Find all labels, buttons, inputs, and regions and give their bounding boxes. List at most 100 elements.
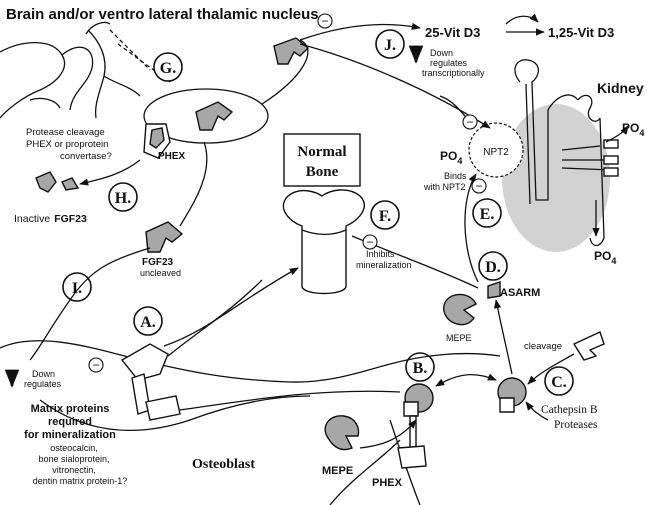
osteoblast-membrane — [0, 340, 501, 383]
a-to-bone — [163, 267, 299, 347]
normal-bone: Normal Bone — [282, 133, 365, 295]
matrix-list-3: vitronectin, — [52, 465, 96, 475]
asarm-label: ASARM — [500, 287, 540, 299]
step-c: C. — [544, 366, 574, 396]
asarm-to-npt2 — [464, 173, 479, 283]
brain-loop-tail — [261, 39, 309, 105]
vitd-125: 1,25-Vit D3 — [548, 25, 614, 40]
vitd-curl — [505, 13, 539, 25]
po4-out-arrow — [605, 125, 629, 143]
step-e: E. — [472, 198, 502, 228]
mepe-top-label: MEPE — [446, 333, 472, 343]
svg-text:H.: H. — [115, 190, 131, 207]
svg-text:E.: E. — [480, 206, 495, 223]
svg-text:−: − — [92, 358, 99, 372]
cathepsin-2: Proteases — [554, 419, 598, 431]
step-i: I. — [62, 272, 92, 302]
po4-bottom: PO4 — [594, 249, 616, 266]
cathepsin-arrow — [527, 353, 575, 385]
j-transcriptionally: transcriptionally — [422, 68, 485, 78]
b-c-arrow — [435, 373, 497, 387]
osteoblast-membrane-inner — [39, 395, 311, 431]
vitd-25: 25-Vit D3 — [425, 25, 480, 40]
po4-left: PO4 — [440, 149, 462, 166]
matrix-1: Matrix proteins — [31, 403, 110, 415]
minus-npt2: − — [462, 114, 478, 130]
down-1: Down — [32, 369, 55, 379]
step-b: B. — [405, 352, 435, 382]
step-f: F. — [370, 200, 400, 230]
fgf23-shape-loop — [195, 101, 234, 131]
g-to-uncleaved — [179, 141, 208, 227]
mepe-shape-bottom — [324, 415, 360, 451]
protease-line-2: PHEX or proprotein — [26, 139, 108, 150]
page-title: Brain and/or ventro lateral thalamic nuc… — [6, 6, 319, 23]
svg-text:A.: A. — [140, 314, 156, 331]
fgf23-uncleaved-1: FGF23 — [142, 257, 174, 268]
svg-text:G.: G. — [160, 60, 176, 77]
matrix-list-1: osteocalcin, — [50, 443, 98, 453]
minus-e: − — [471, 178, 487, 194]
step-d: D. — [478, 251, 508, 281]
j-down: Down — [430, 48, 453, 58]
step-a: A. — [133, 306, 163, 336]
protease-line-3: convertase? — [60, 151, 112, 162]
osteoblast-label: Osteoblast — [192, 457, 255, 472]
j-curve-2 — [299, 43, 491, 129]
svg-text:I.: I. — [72, 280, 82, 297]
matrix-list-2: bone sialoprotein, — [38, 454, 109, 464]
phex-receptor-bottom — [397, 383, 434, 469]
matrix-list-4: dentin matrix protein-1? — [33, 476, 128, 486]
fgf23-shape-inactive-a — [35, 171, 57, 193]
phex-bottom-label: PHEX — [372, 477, 403, 489]
svg-text:B.: B. — [413, 360, 428, 377]
protease-arrow — [525, 401, 549, 421]
svg-text:Bone: Bone — [306, 164, 339, 180]
minus-j: − — [317, 13, 333, 29]
phex-top-label: PHEX — [158, 151, 186, 162]
fgf23-shape-uncleaved — [145, 221, 184, 253]
phex-receptor-bottom-2 — [497, 377, 527, 413]
svg-text:−: − — [321, 14, 328, 28]
svg-text:−: − — [466, 115, 473, 129]
j-curve — [299, 22, 421, 41]
svg-text:NPT2: NPT2 — [483, 147, 509, 158]
cathepsin-1: Cathepsin B — [541, 404, 598, 416]
brain-sketch — [0, 21, 171, 119]
step-g: G. — [153, 52, 183, 82]
asarm-fragment — [487, 281, 501, 299]
h-arrow — [79, 159, 141, 186]
cleavage-label: cleavage — [524, 341, 562, 352]
kidney-illustration: NPT2 — [468, 59, 619, 252]
receptor-a — [120, 343, 181, 421]
step-j: J. — [375, 29, 405, 59]
down-2: regulates — [24, 379, 62, 389]
minus-f: − — [362, 234, 378, 250]
protease-line-1: Protease cleavage — [26, 127, 105, 138]
svg-text:Normal: Normal — [297, 144, 346, 160]
fgf23-uncleaved-2: uncleaved — [140, 268, 181, 278]
matrix-2: required — [48, 416, 92, 428]
svg-text:F.: F. — [379, 208, 391, 225]
inhibits-2: mineralization — [356, 260, 412, 270]
osteoblast-membrane-lower2 — [329, 439, 401, 505]
matrix-3: for mineralization — [24, 429, 116, 441]
fgf23-shape-inactive-b — [61, 177, 80, 191]
cleavage-arrow — [494, 299, 513, 375]
mepe-shape-top — [443, 293, 477, 326]
phex-receptor-top — [143, 123, 171, 159]
step-h: H. — [108, 182, 138, 212]
mepe-bottom-label: MEPE — [322, 465, 353, 477]
svg-text:−: − — [475, 179, 482, 193]
svg-text:C.: C. — [551, 374, 567, 391]
i-curve — [29, 247, 151, 361]
inhibits-1: Inhibits — [366, 249, 395, 259]
mepe-to-b — [359, 419, 417, 449]
svg-text:−: − — [366, 235, 373, 249]
a-to-b — [179, 390, 401, 411]
cathepsin-shape — [572, 331, 605, 361]
j-regulates: regulates — [430, 58, 468, 68]
kidney-label: Kidney — [597, 80, 644, 96]
